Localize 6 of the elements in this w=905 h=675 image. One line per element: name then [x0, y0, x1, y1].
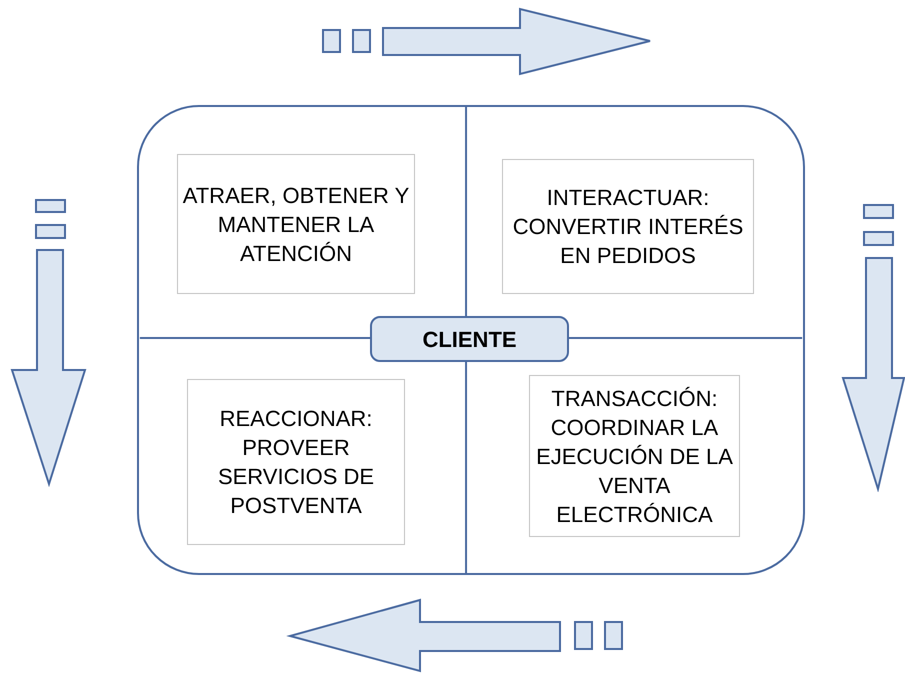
text-box: REACCIONAR: PROVEER SERVICIOS DE POSTVENTA — [187, 379, 405, 545]
center-label: CLIENTE — [370, 316, 569, 362]
text-box: ATRAER, OBTENER Y MANTENER LA ATENCIÓN — [177, 154, 415, 294]
text-box: INTERACTUAR: CONVERTIR INTERÉS EN PEDIDOS — [502, 159, 754, 294]
text-box: TRANSACCIÓN: COORDINAR LA EJECUCIÓN DE LA VENTA ELECTRÓNICA — [529, 375, 740, 537]
rounded-frame — [137, 105, 805, 575]
